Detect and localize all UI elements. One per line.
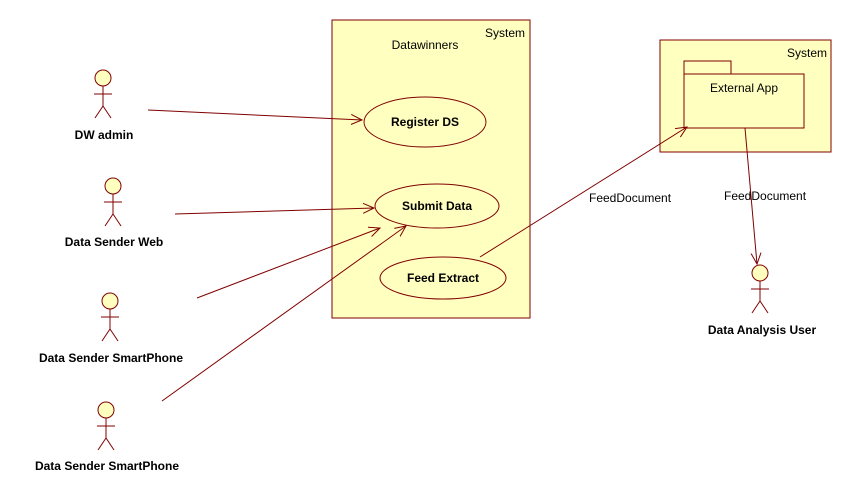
package-external-app[interactable]: External App: [683, 60, 805, 129]
edge-label-feeddocument: FeedDocument: [589, 191, 672, 205]
use-case-ellipse: [379, 256, 507, 300]
association-dw-admin-register[interactable]: [147, 109, 362, 120]
system-title: Datawinners: [392, 38, 459, 52]
actor-data-sender-web[interactable]: Data Sender Web: [65, 177, 163, 249]
actor-label: Data Analysis User: [708, 323, 817, 337]
association-feed-to-external[interactable]: [479, 127, 687, 258]
system-label: System: [485, 26, 525, 40]
stick-figure-icon: [94, 69, 112, 119]
package-label: External App: [710, 81, 778, 95]
use-case-label: Register DS: [391, 115, 459, 129]
actor-label: Data Sender Web: [65, 235, 163, 249]
association-smartphone1-submit[interactable]: [196, 228, 380, 299]
system-boundary-external[interactable]: System External App: [659, 39, 832, 153]
stick-figure-icon: [104, 177, 122, 227]
use-case-label: Feed Extract: [407, 271, 479, 285]
actor-dw-admin[interactable]: DW admin: [75, 69, 134, 142]
system-label: System: [787, 46, 827, 60]
use-case-label: Submit Data: [402, 199, 472, 213]
use-case-register-ds[interactable]: Register DS: [363, 96, 487, 148]
package-body: [683, 73, 805, 129]
actor-data-sender-smartphone-1[interactable]: Data Sender SmartPhone: [39, 292, 183, 365]
edge-label-feeddocument: FeedDocument: [724, 189, 807, 203]
actor-label: Data Sender SmartPhone: [39, 351, 183, 365]
actor-data-analysis-user[interactable]: Data Analysis User: [708, 264, 817, 337]
actor-label: Data Sender SmartPhone: [35, 459, 179, 473]
association-external-to-analysis[interactable]: [744, 127, 757, 264]
association-smartphone2-submit[interactable]: [161, 226, 406, 402]
actor-label: DW admin: [75, 128, 134, 142]
stick-figure-icon: [101, 292, 119, 342]
actor-data-sender-smartphone-2[interactable]: Data Sender SmartPhone: [35, 401, 179, 473]
use-case-submit-data[interactable]: Submit Data: [374, 183, 500, 229]
stick-figure-icon: [751, 264, 769, 314]
stick-figure-icon: [97, 401, 115, 451]
use-case-ellipse: [363, 96, 487, 148]
package-tab: [683, 60, 732, 75]
association-web-submit[interactable]: [174, 208, 374, 215]
use-case-feed-extract[interactable]: Feed Extract: [379, 256, 507, 300]
